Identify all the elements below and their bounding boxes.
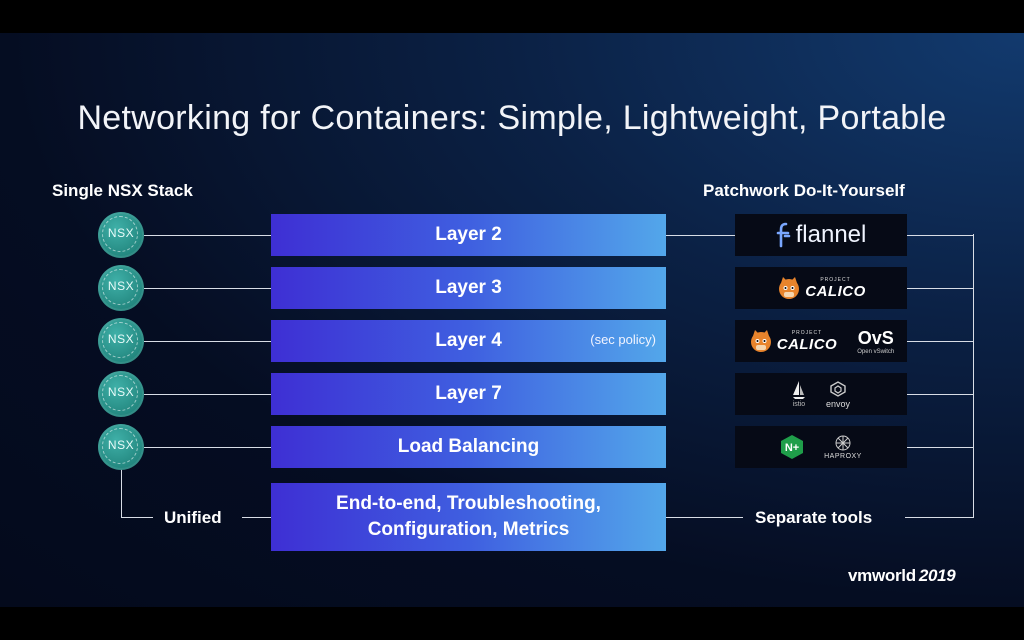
haproxy-icon bbox=[835, 435, 851, 451]
haproxy-label: HAPROXY bbox=[824, 453, 862, 460]
row-connector bbox=[144, 341, 271, 342]
unified-left-connector bbox=[121, 517, 153, 518]
right-heading: Patchwork Do-It-Yourself bbox=[703, 181, 905, 200]
row-connector bbox=[144, 394, 271, 395]
envoy-label: envoy bbox=[825, 398, 851, 409]
calico-cat-icon bbox=[750, 330, 771, 352]
istio-label: istio bbox=[792, 401, 806, 408]
nsx-badge: NSX bbox=[98, 371, 144, 417]
calico-project-label: PROJECT bbox=[820, 276, 851, 283]
layer-bar: Layer 7 bbox=[271, 373, 666, 415]
observability-bar: End-to-end, Troubleshooting, Configurati… bbox=[271, 483, 666, 551]
ovs-label: OvS bbox=[857, 327, 894, 348]
right-bracket-line bbox=[973, 234, 974, 518]
observability-line-2: Configuration, Metrics bbox=[367, 519, 570, 540]
layer-bar: Load Balancing bbox=[271, 426, 666, 468]
observability-line-1: End-to-end, Troubleshooting, bbox=[336, 493, 601, 514]
layer-bar: Layer 4(sec policy) bbox=[271, 320, 666, 362]
calico-label: CALICO bbox=[805, 282, 866, 300]
separate-right-connector bbox=[905, 517, 973, 518]
istio-envoy-logo-box: istio envoy bbox=[735, 373, 907, 415]
istio-sail-icon bbox=[792, 381, 805, 399]
nsx-vertical-connector bbox=[121, 468, 122, 518]
layer-bar: Layer 3 bbox=[271, 267, 666, 309]
nsx-badge: NSX bbox=[98, 212, 144, 258]
nsx-badge: NSX bbox=[98, 265, 144, 311]
slide: Networking for Containers: Simple, Light… bbox=[0, 33, 1024, 607]
nginx-haproxy-logo-box: N+ HAPROXY bbox=[735, 426, 907, 468]
unified-right-connector bbox=[242, 517, 271, 518]
separate-left-connector bbox=[666, 517, 743, 518]
nsx-badge: NSX bbox=[98, 424, 144, 470]
svg-text:N+: N+ bbox=[785, 442, 799, 454]
sec-policy-note: (sec policy) bbox=[590, 332, 656, 347]
nsx-badge: NSX bbox=[98, 318, 144, 364]
left-heading: Single NSX Stack bbox=[52, 181, 193, 200]
row-connector bbox=[144, 447, 271, 448]
envoy-icon bbox=[830, 380, 846, 397]
row-connector bbox=[666, 235, 735, 236]
slide-title: Networking for Containers: Simple, Light… bbox=[77, 99, 947, 137]
row-connector bbox=[144, 235, 271, 236]
flannel-icon bbox=[776, 222, 790, 248]
open-vswitch-label: Open vSwitch bbox=[857, 348, 895, 355]
flannel-label: flannel bbox=[795, 221, 867, 248]
layer-bar: Layer 2 bbox=[271, 214, 666, 256]
nginx-plus-icon: N+ bbox=[781, 435, 804, 459]
flannel-logo-box: flannel bbox=[735, 214, 907, 256]
calico-cat-icon bbox=[779, 277, 800, 299]
unified-label: Unified bbox=[164, 508, 222, 527]
separate-tools-label: Separate tools bbox=[755, 508, 873, 527]
row-connector bbox=[144, 288, 271, 289]
